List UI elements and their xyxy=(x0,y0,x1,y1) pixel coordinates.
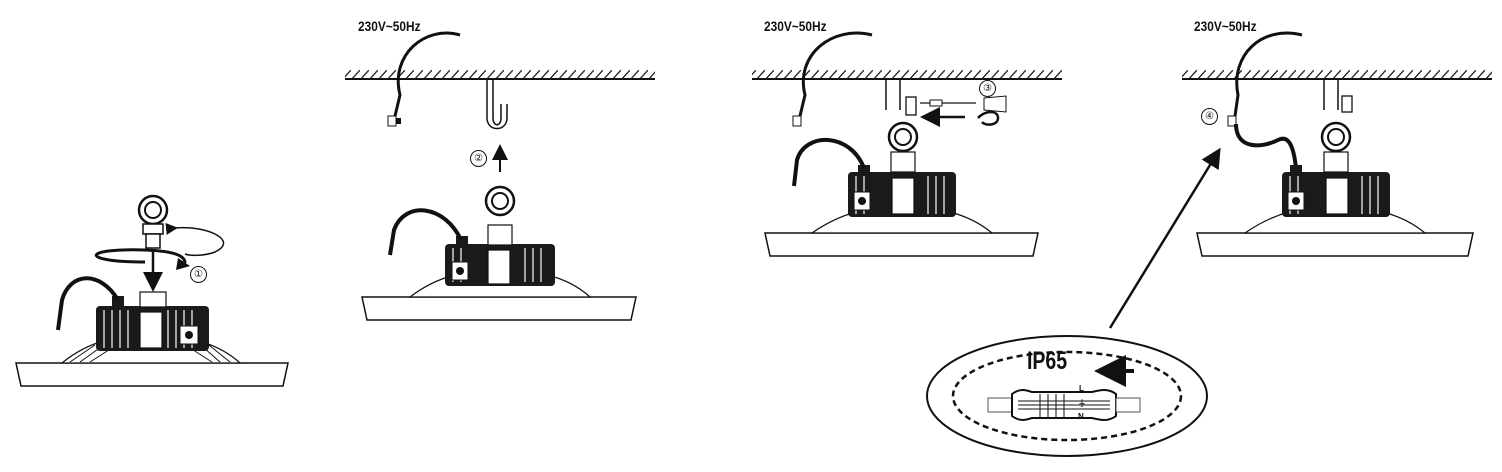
ceiling-hook xyxy=(486,80,508,130)
ceiling xyxy=(1182,70,1492,79)
supply-cable xyxy=(1233,31,1303,117)
panel-1-assembly xyxy=(15,194,289,387)
ceiling xyxy=(752,70,1062,79)
connector-callout xyxy=(926,335,1208,457)
terminal-earth-label: ⏚ xyxy=(1078,399,1086,408)
lamp-diffuser xyxy=(15,362,289,387)
supply-cable xyxy=(393,31,461,117)
voltage-label: 230V~50Hz xyxy=(764,18,827,34)
panel-2-assembly xyxy=(345,31,655,321)
voltage-label: 230V~50Hz xyxy=(1194,18,1257,34)
panel-3-assembly xyxy=(752,31,1062,257)
voltage-label: 230V~50Hz xyxy=(358,18,421,34)
lamp-diffuser xyxy=(361,296,637,321)
power-cable xyxy=(56,276,120,331)
terminal-n-label: N xyxy=(1078,412,1084,421)
ip-rating-label: IP65 xyxy=(1027,347,1068,375)
lamp-diffuser xyxy=(1196,232,1474,257)
step-number-2: ② xyxy=(470,150,487,167)
ceiling xyxy=(345,70,655,79)
step-number-4: ④ xyxy=(1201,108,1218,125)
lamp-diffuser xyxy=(764,232,1039,257)
step-number-3: ③ xyxy=(979,80,996,97)
step-number-1: ① xyxy=(190,266,207,283)
supply-cable xyxy=(798,31,873,117)
panel-4-assembly xyxy=(1108,31,1492,329)
terminal-l-label: L xyxy=(1079,384,1084,393)
